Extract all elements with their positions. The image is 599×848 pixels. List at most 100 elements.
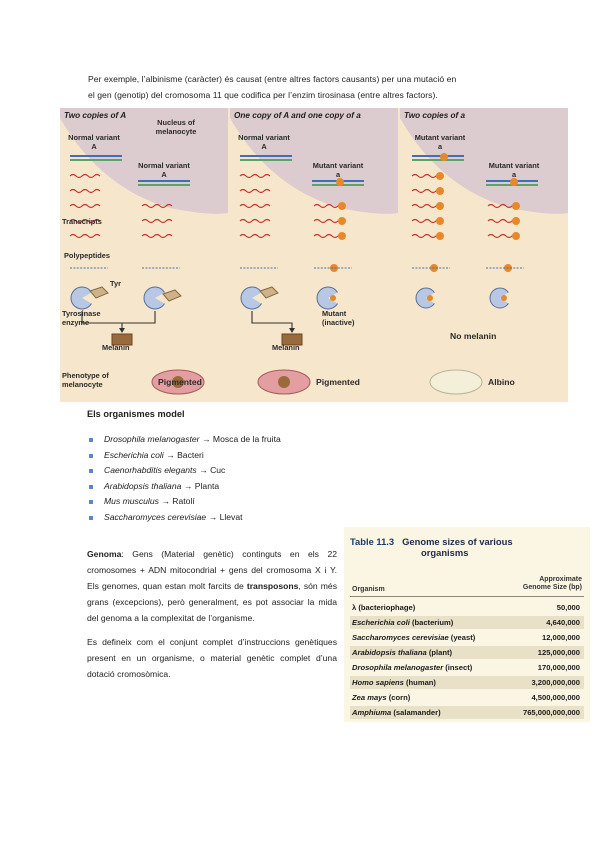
bullet-square-icon [89,469,93,474]
organism-italic: Saccharomyces cerevisiae [352,633,449,642]
genoma-text-a: : Gens (Material genètic) continguts en … [87,549,337,591]
melanin-block [111,333,133,346]
panel-two-copies-a: Two copies of a Mutant variant a Mutant … [400,108,568,402]
organism-plain: (human) [403,678,436,687]
label-polypeptides: Polypeptides [64,251,110,260]
intro-line-2: el gen (genotip) del cromosoma 11 que co… [88,90,438,100]
organism-italic: Arabidopsis thaliana [352,648,427,657]
species-name: Mus musculus [104,496,159,507]
organism-plain: (corn) [386,693,411,702]
arrow-icon: → [183,480,193,491]
tyrosinase-enzyme-left [70,286,109,310]
organism-cell: Drosophila melanogaster (insect) [352,661,472,674]
column-header-size-line-1: Approximate [539,576,582,583]
list-item: Arabidopsis thaliana → Planta [89,479,281,495]
label-melanin-1: Melanin [102,343,130,352]
tyrosinase-enzyme-right [143,286,182,310]
label-transcripts: Transcripts [62,217,102,226]
table-row: λ (bacteriophage) 50,000 [350,601,584,614]
dna-normal-left [70,155,122,161]
size-cell: 170,000,000 [537,663,580,672]
organism-plain: (yeast) [448,633,476,642]
organism-italic: Homo sapiens [352,678,404,687]
arrow-icon: → [208,511,218,522]
panel-3-title: Two copies of a [404,111,466,120]
header-divider [350,596,584,597]
species-name: Saccharomyces cerevisiae [104,511,207,522]
label-tyr: Tyr [110,279,121,288]
organism-italic: Zea mays [352,693,387,702]
size-cell: 3,200,000,000 [531,678,580,687]
table-row: Escherichia coli (bacterium) 4,640,000 [350,616,584,629]
size-cell: 4,500,000,000 [531,693,580,702]
bullet-square-icon [89,484,93,489]
common-name: Cuc [210,465,226,476]
dna-normal-right [138,180,190,186]
table-row: Drosophila melanogaster (insect) 170,000,… [350,661,584,674]
panel-one-copy-each: One copy of A and one copy of a Normal v… [230,108,398,402]
common-name: Planta [194,480,220,491]
panel-2-title: One copy of A and one copy of a [234,111,361,120]
genoma-term: Genoma [87,549,122,559]
common-name: Mosca de la fruita [212,434,281,444]
organism-italic: Escherichia coli [352,618,410,627]
column-header-organism: Organism [352,586,385,593]
bullet-square-icon [89,453,93,458]
organism-plain: (salamander) [391,708,441,717]
species-name: Escherichia coli [104,449,164,460]
column-header-size-line-2: Genome Size (bp) [522,584,582,591]
species-name: Drosophila melanogaster [104,434,200,444]
label-pigmented-2: Pigmented [316,377,360,387]
panel-3-graphic [400,108,568,395]
bullet-square-icon [89,438,93,442]
transposons-term: transposons [246,581,299,591]
bullet-square-icon [89,500,93,505]
list-item: Escherichia coli → Bacteri [89,448,281,464]
genoma-section: Genoma: Gens (Material genètic) contingu… [87,546,337,690]
size-cell: 4,640,000 [546,618,580,627]
organism-cell: Escherichia coli (bacterium) [352,616,453,629]
arrow-icon: → [161,496,170,507]
organism-italic: Drosophila melanogaster [352,663,444,672]
list-item: Drosophila melanogaster → Mosca de la fr… [89,432,281,448]
label-normal-variant-2: Normal variant A [138,161,190,179]
common-name: Ratolí [172,496,195,507]
common-name: Llevat [219,511,243,522]
organism-italic: Amphiuma [352,708,392,717]
label-melanin-2: Melanin [272,343,300,352]
genoma-paragraph-1: Genoma: Gens (Material genètic) contingu… [87,546,337,626]
organism-cell: λ (bacteriophage) [352,601,415,614]
label-mutant-inactive: Mutant (inactive) [322,309,355,327]
genoma-paragraph-2: Es defineix com el conjunt complet d’ins… [87,637,337,679]
organism-cell: Saccharomyces cerevisiae (yeast) [352,631,475,644]
column-header-size: Approximate Genome Size (bp) [523,576,582,592]
organism-cell: Zea mays (corn) [352,691,410,704]
size-cell: 12,000,000 [541,633,580,642]
species-name: Caenorhabditis elegants [104,465,197,476]
panel-two-copies-A: Two copies of A Nucleus of melanocyte No… [60,108,228,402]
label-normal-variant-1: Normal variant A [68,133,120,151]
genoma-text-b: , són més grans (excepcions), però gener… [87,581,337,623]
label-nucleus: Nucleus of melanocyte [155,118,197,136]
label-normal-variant-3: Normal variant A [238,133,290,151]
table-row: Saccharomyces cerevisiae (yeast) 12,000,0… [350,631,584,644]
nucleus-shape [60,108,228,214]
species-name: Arabidopsis thaliana [104,480,182,491]
label-pigmented-1: Pigmented [158,377,202,387]
panel-2-graphic [230,108,398,395]
panel-1-title: Two copies of A [64,111,127,120]
panel-1-graphic [60,108,228,395]
label-phenotype: Phenotype of melanocyte [62,371,109,389]
label-tyrosinase: Tyrosinase enzyme [62,309,101,327]
size-cell: 50,000 [556,603,580,612]
table-row: Homo sapiens (human) 3,200,000,000 [350,676,584,689]
transcripts-right [141,203,173,239]
models-heading: Els organismes model [87,409,185,419]
label-mutant-variant-1: Mutant variant a [312,161,364,179]
organism-plain: λ (bacteriophage) [352,603,416,612]
intro-line-1: Per exemple, l’albinisme (caràcter) és c… [88,74,457,84]
list-item: Saccharomyces cerevisiae → Llevat [89,510,281,526]
label-albino: Albino [488,377,515,387]
